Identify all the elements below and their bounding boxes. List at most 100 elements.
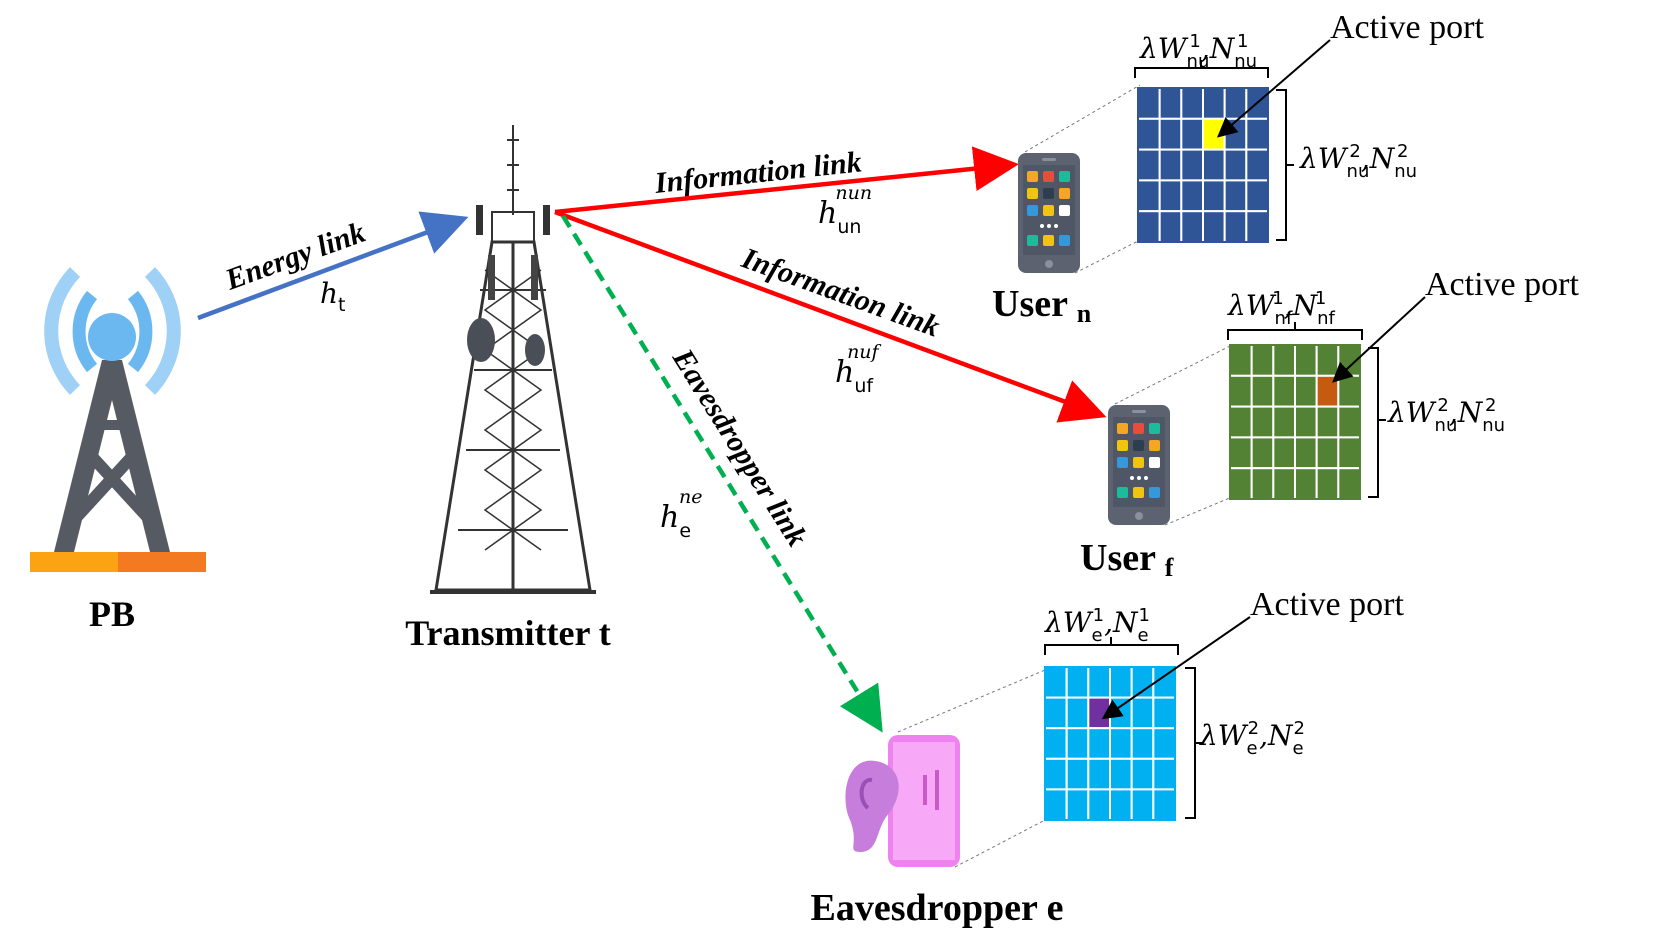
- channel-he: hene: [660, 486, 703, 542]
- dim-e-top: λWe1,Ne1: [1044, 605, 1150, 646]
- dim-uf-side: λWnu2,Nnu2: [1387, 395, 1505, 436]
- active-port-label-eaves: Active port: [1250, 586, 1404, 623]
- grid-eaves-port: [1044, 666, 1068, 699]
- grid-user-far-port: [1229, 436, 1253, 470]
- grid-user-near-port: [1223, 210, 1248, 243]
- grid-user-near-port: [1158, 148, 1183, 182]
- grid-user-far-port: [1250, 344, 1275, 377]
- grid-user-far-active-port: [1315, 374, 1340, 408]
- grid-user-near-port: [1180, 179, 1205, 213]
- eavesdropper-label: Eavesdropper e: [811, 887, 1064, 929]
- pb-label: PB: [89, 594, 135, 634]
- grid-user-near-port: [1202, 87, 1226, 120]
- grid-eaves-port: [1130, 727, 1155, 760]
- grid-eaves-port: [1044, 696, 1068, 730]
- grid-eaves-port: [1152, 757, 1177, 791]
- grid-eaves-port: [1152, 727, 1177, 760]
- dimension-brackets: [1044, 60, 1386, 819]
- grid-eaves-port: [1130, 757, 1155, 791]
- grid-user-near-border: [1137, 87, 1269, 243]
- grid-eaves-port: [1087, 788, 1112, 822]
- grid-user-near-port: [1137, 117, 1161, 151]
- dim-uf-top: λWnf1,Nnf1: [1227, 288, 1336, 329]
- eavesdropper-link-arrow: [561, 214, 883, 733]
- grid-user-near-port: [1180, 117, 1205, 151]
- grid-user-near-port: [1245, 117, 1270, 151]
- grid-user-near-port: [1158, 117, 1183, 151]
- grid-user-far-port: [1337, 405, 1362, 439]
- grid-eaves-port: [1152, 788, 1177, 822]
- grid-user-near-port: [1245, 210, 1270, 243]
- active-port-label-near: Active port: [1330, 9, 1484, 46]
- grid-user-near-port: [1180, 148, 1205, 182]
- grid-eaves-port: [1044, 788, 1068, 822]
- grid-user-far-port: [1229, 467, 1253, 501]
- grid-eaves-port: [1087, 757, 1112, 791]
- grid-user-near-port: [1137, 148, 1161, 182]
- grid-user-far-port: [1315, 344, 1340, 377]
- grid-user-far-port: [1294, 467, 1318, 501]
- grid-eaves-port: [1044, 727, 1068, 760]
- grid-eaves-port: [1109, 757, 1133, 791]
- grid-user-far-port: [1337, 436, 1362, 470]
- grid-user-near-port: [1158, 87, 1183, 120]
- grid-user-far-port: [1272, 436, 1297, 470]
- channel-hun: hunnun: [818, 182, 872, 238]
- grid-user-near-port: [1202, 179, 1226, 213]
- active-port-label-far: Active port: [1425, 266, 1579, 303]
- grid-eaves-border: [1044, 666, 1176, 821]
- grid-user-near-port: [1158, 179, 1183, 213]
- grid-user-far-port: [1315, 436, 1340, 470]
- grid-eaves-active-port: [1087, 696, 1112, 730]
- grid-user-far-port: [1272, 467, 1297, 501]
- grid-user-far-port: [1229, 374, 1253, 408]
- grid-user-far-port: [1315, 405, 1340, 439]
- grid-user-far-port: [1250, 405, 1275, 439]
- grid-user-far-port: [1272, 374, 1297, 408]
- grid-user-far-port: [1294, 405, 1318, 439]
- grid-eaves-port: [1109, 727, 1133, 760]
- grid-eaves-port: [1065, 788, 1090, 822]
- grid-user-near-port: [1202, 148, 1226, 182]
- grid-user-far-port: [1315, 467, 1340, 501]
- dim-un-side: λWnu2,Nnu2: [1299, 141, 1417, 182]
- grid-user-far-port: [1294, 374, 1318, 408]
- smartphone-icon: [1018, 153, 1080, 273]
- grid-user-near-port: [1245, 148, 1270, 182]
- info-link-near-arrow: [554, 146, 1019, 215]
- grid-eaves-port: [1152, 696, 1177, 730]
- grid-user-near-port: [1223, 148, 1248, 182]
- grid-eaves-port: [1130, 696, 1155, 730]
- grid-user-far-port: [1272, 405, 1297, 439]
- grid-eaves-port: [1065, 666, 1090, 699]
- grid-eaves-port: [1130, 788, 1155, 822]
- grid-eaves-port: [1087, 666, 1112, 699]
- grid-user-near-port: [1180, 210, 1205, 243]
- dim-labels: λWnu1,Nnu1 λWnu2,Nnu2 λWnf1,Nnf1 λWnu2,N…: [1044, 31, 1505, 759]
- grid-eaves-port: [1109, 696, 1133, 730]
- port-grid-user-near: [1137, 87, 1270, 243]
- grid-eaves-port: [1065, 727, 1090, 760]
- user-far-label: User f: [1080, 537, 1174, 582]
- grid-user-far-port: [1229, 344, 1253, 377]
- grid-user-near-port: [1137, 179, 1161, 213]
- grid-user-near-port: [1202, 210, 1226, 243]
- pb-tower-icon: [30, 267, 206, 572]
- grid-eaves-port: [1044, 757, 1068, 791]
- grid-eaves-port: [1087, 727, 1112, 760]
- dim-un-top: λWnu1,Nnu1: [1139, 31, 1257, 72]
- channel-ht: ht: [320, 277, 346, 316]
- info-link-far-arrow: [554, 209, 1107, 423]
- energy-link-arrow: [197, 211, 469, 321]
- grid-user-near-port: [1137, 87, 1161, 120]
- eavesdropper-ear-icon: [845, 735, 960, 867]
- energy-link-label: Energy link: [220, 216, 369, 297]
- smartphone-icon: [1108, 405, 1170, 525]
- grid-user-far-port: [1229, 405, 1253, 439]
- transmitter-label: Transmitter t: [405, 613, 611, 653]
- grid-eaves-port: [1065, 696, 1090, 730]
- grid-user-far-port: [1250, 467, 1275, 501]
- grid-user-far-port: [1294, 436, 1318, 470]
- port-grid-user-far: [1229, 344, 1362, 501]
